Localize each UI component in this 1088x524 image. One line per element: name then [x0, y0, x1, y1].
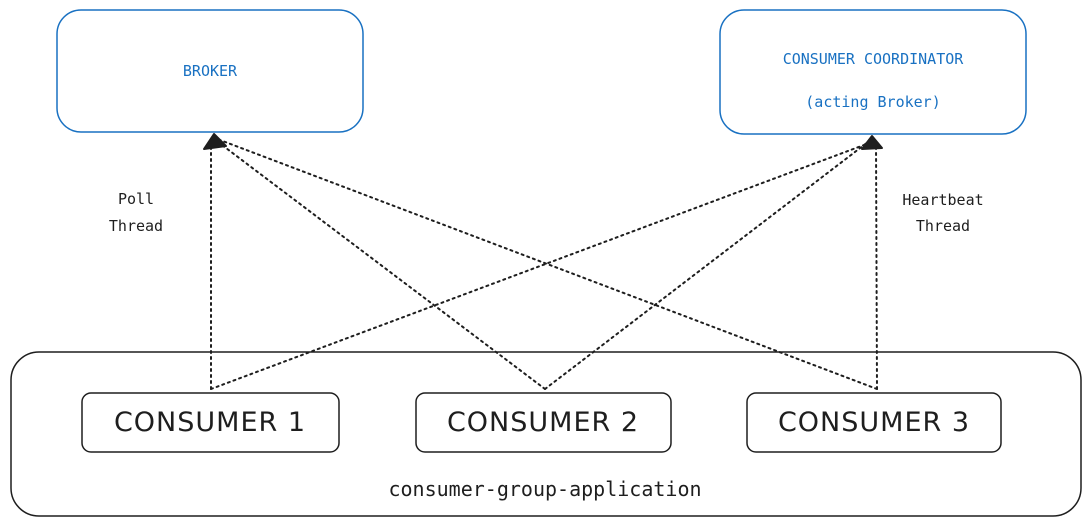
heartbeat-thread-label-line2: Thread [916, 217, 970, 235]
consumer-2-box [415, 392, 672, 453]
poll-thread-label-line2: Thread [109, 217, 163, 235]
broker-arrowhead [203, 133, 227, 150]
consumer-3-label: CONSUMER 3 [778, 407, 970, 438]
coordinator-box [719, 9, 1027, 135]
coordinator-label: CONSUMER COORDINATOR [783, 50, 965, 68]
broker-label: BROKER [183, 62, 238, 80]
consumer-group-label: consumer-group-application [388, 477, 701, 501]
connector-c1-coordinator [210, 141, 873, 390]
consumer-1-label: CONSUMER 1 [114, 407, 306, 438]
consumer-group-container [10, 351, 1082, 517]
consumer-3-box [746, 392, 1002, 453]
consumer-1-box [81, 392, 340, 453]
heartbeat-thread-label-line1: Heartbeat [902, 191, 983, 209]
connector-c2-broker [217, 141, 546, 390]
consumer-2-label: CONSUMER 2 [447, 407, 639, 438]
coordinator-sublabel: (acting Broker) [805, 93, 940, 111]
poll-thread-label-line1: Poll [118, 190, 154, 208]
connector-c2-coordinator [544, 141, 869, 390]
connector-c3-coordinator [875, 141, 878, 390]
broker-box [56, 9, 364, 133]
coordinator-arrowhead [861, 135, 883, 150]
